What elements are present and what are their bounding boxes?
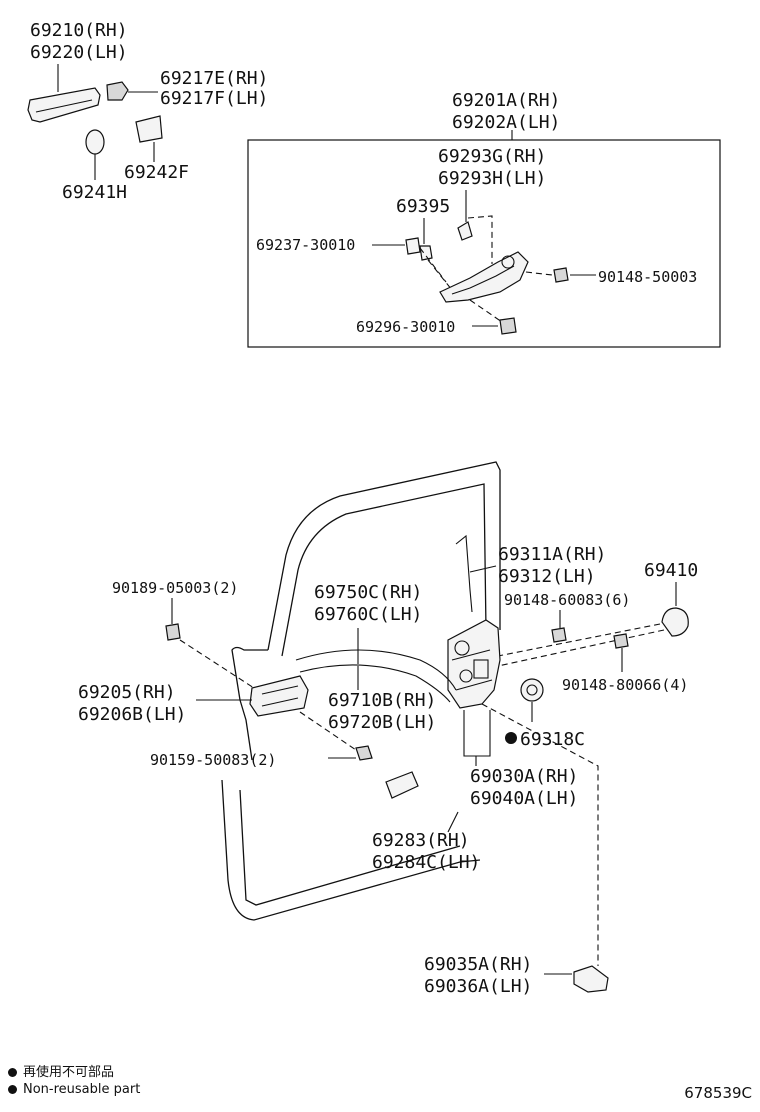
label-69202a: 69202A(LH) bbox=[452, 112, 560, 133]
grommet-part bbox=[520, 678, 544, 702]
label-90148-60083: 90148-60083(6) bbox=[504, 591, 630, 609]
clip-90189 bbox=[165, 623, 181, 641]
outside-handle-group bbox=[27, 64, 163, 180]
inside-handle-part bbox=[249, 675, 309, 717]
label-69035a: 69035A(RH) bbox=[424, 954, 532, 975]
legend-text-en: Non-reusable part bbox=[23, 1082, 141, 1097]
label-69410: 69410 bbox=[644, 560, 698, 581]
label-90148-50003: 90148-50003 bbox=[598, 268, 697, 286]
legend: 再使用不可部品 Non-reusable part bbox=[8, 1064, 140, 1098]
outside-handle-part bbox=[27, 87, 101, 123]
bushing-part bbox=[405, 237, 421, 255]
label-69283: 69283(RH) bbox=[372, 830, 470, 851]
legend-row-jp: 再使用不可部品 bbox=[8, 1064, 140, 1081]
label-69036a: 69036A(LH) bbox=[424, 976, 532, 997]
label-69210: 69210(RH) bbox=[30, 20, 128, 41]
non-reusable-dot bbox=[505, 732, 517, 744]
label-69217f: 69217F(LH) bbox=[160, 88, 268, 109]
label-69201a: 69201A(RH) bbox=[452, 90, 560, 111]
label-69293g: 69293G(RH) bbox=[438, 146, 546, 167]
label-69318c: 69318C bbox=[520, 729, 585, 750]
label-69242f: 69242F bbox=[124, 162, 189, 183]
label-69395: 69395 bbox=[396, 196, 450, 217]
cable-69710b bbox=[299, 664, 451, 703]
spring-part bbox=[419, 245, 433, 261]
rod-clip-part bbox=[457, 221, 473, 241]
label-69311a: 69311A(RH) bbox=[498, 544, 606, 565]
reference-code: 678539C bbox=[684, 1084, 752, 1102]
protector-part bbox=[385, 771, 419, 799]
frame-assembly-parts bbox=[372, 190, 596, 335]
label-69710b: 69710B(RH) bbox=[328, 690, 436, 711]
label-69206b: 69206B(LH) bbox=[78, 704, 186, 725]
label-69312: 69312(LH) bbox=[498, 566, 596, 587]
screw-69296 bbox=[499, 317, 517, 335]
label-69220: 69220(LH) bbox=[30, 42, 128, 63]
label-69241h: 69241H bbox=[62, 182, 127, 203]
bullet-icon bbox=[8, 1068, 17, 1077]
pad-part-69242f bbox=[135, 115, 163, 143]
pad-part-69241h bbox=[85, 129, 105, 155]
lock-cover-part bbox=[573, 965, 609, 993]
screw-90148-60083 bbox=[551, 627, 567, 643]
label-90189: 90189-05003(2) bbox=[112, 579, 238, 597]
door-lock-body bbox=[447, 619, 501, 709]
legend-text-jp: 再使用不可部品 bbox=[23, 1065, 115, 1080]
label-69237: 69237-30010 bbox=[256, 236, 355, 254]
link-rod-part bbox=[455, 534, 473, 613]
label-69750c: 69750C(RH) bbox=[314, 582, 422, 603]
label-69040a: 69040A(LH) bbox=[470, 788, 578, 809]
handle-cover-part bbox=[106, 81, 129, 101]
striker-part bbox=[661, 607, 689, 637]
screw-90148-80066 bbox=[613, 633, 629, 649]
label-69205: 69205(RH) bbox=[78, 682, 176, 703]
label-69760c: 69760C(LH) bbox=[314, 604, 422, 625]
frame-assembly-box bbox=[247, 139, 721, 348]
label-69720b: 69720B(LH) bbox=[328, 712, 436, 733]
inside-frame-part bbox=[439, 251, 529, 303]
label-69293h: 69293H(LH) bbox=[438, 168, 546, 189]
label-69284c: 69284C(LH) bbox=[372, 852, 480, 873]
door-outline bbox=[221, 461, 501, 921]
label-69296: 69296-30010 bbox=[356, 318, 455, 336]
label-90159: 90159-50083(2) bbox=[150, 751, 276, 769]
screw-90148-50003 bbox=[553, 267, 569, 283]
legend-row-en: Non-reusable part bbox=[8, 1081, 140, 1098]
label-69030a: 69030A(RH) bbox=[470, 766, 578, 787]
cable-69750c bbox=[295, 649, 457, 691]
bullet-icon bbox=[8, 1085, 17, 1094]
label-90148-80066: 90148-80066(4) bbox=[562, 676, 688, 694]
screw-90159 bbox=[355, 745, 373, 761]
label-69217e: 69217E(RH) bbox=[160, 68, 268, 89]
